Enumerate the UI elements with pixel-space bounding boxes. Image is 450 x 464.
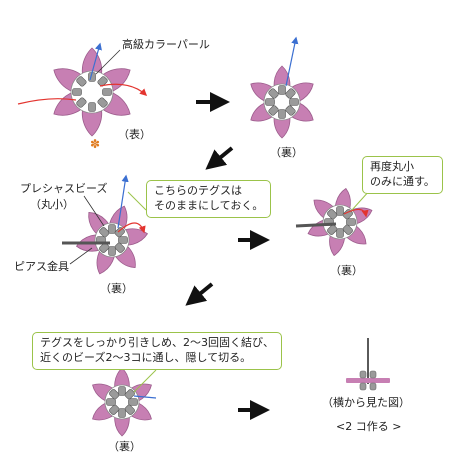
bead (108, 224, 116, 234)
bead (285, 105, 296, 116)
blue-thread-2 (285, 36, 299, 87)
label-back-4: （裏） (108, 440, 141, 453)
red-thread-3 (117, 222, 146, 234)
bead (268, 88, 279, 99)
leader-tie (133, 369, 157, 393)
bead (72, 88, 82, 96)
label-front: （表） (118, 128, 151, 141)
callout-keep-line-1: こちらのテグスは (154, 184, 242, 197)
bead (106, 398, 116, 406)
bead (76, 76, 87, 87)
accent-flower-icon: ✽ (90, 137, 100, 151)
side-view-figure (346, 338, 390, 391)
bead (265, 98, 275, 106)
flower-back-4 (92, 367, 152, 437)
label-earring-part: ピアス金具 (14, 260, 69, 273)
leader-keep (127, 191, 147, 211)
bead (118, 386, 126, 396)
label-back-2: （裏） (100, 282, 133, 295)
bead (88, 102, 96, 112)
bead (346, 218, 356, 226)
callout-tie-off: テグスをしっかり引きしめ、2～3回固く結び、 近くのビーズ2～3コに通し、隠して… (32, 332, 282, 370)
flower-back-1 (250, 65, 314, 139)
callout-tie-off-1: テグスをしっかり引きしめ、2～3回固く結び、 (40, 336, 274, 349)
label-precious-beads: プレシャスビーズ (20, 182, 108, 195)
pearl-leader (95, 49, 121, 75)
bead (114, 227, 125, 238)
blue-thread-1 (89, 42, 102, 81)
flower-back-2 (76, 205, 148, 275)
bead (108, 246, 116, 256)
bead (285, 88, 296, 99)
label-back-1: （裏） (270, 146, 303, 159)
bead (289, 98, 299, 106)
arrow-diag-1 (205, 146, 234, 170)
bead (97, 97, 108, 108)
blue-thread-5 (133, 395, 157, 399)
bead (114, 242, 125, 253)
earring-pin-2 (295, 222, 337, 228)
bead (97, 76, 108, 87)
label-pearl: 高級カラーパール (122, 38, 210, 51)
callout-keep-line: こちらのテグスは そのままにしておく。 (146, 180, 272, 218)
label-side-view: （横から見た図） (322, 396, 410, 409)
label-back-3: （裏） (330, 264, 363, 277)
callout-tie-off-2: 近くのビーズ2～3コに通し、隠して切る。 (40, 350, 252, 364)
red-thread-4 (343, 208, 369, 218)
arrow-diag-2 (185, 282, 214, 306)
bead (336, 228, 344, 238)
label-make-two: <2 コ作る > (336, 420, 402, 433)
bead (128, 398, 138, 406)
flower-front (53, 47, 131, 137)
bead (76, 97, 87, 108)
callout-pass-again-2: のみに通す。 (370, 174, 435, 188)
bead (124, 389, 135, 400)
bead (268, 105, 279, 116)
bead (102, 88, 112, 96)
bead (278, 85, 286, 95)
bead (109, 389, 120, 400)
bead (342, 224, 353, 235)
flower-back-3 (307, 187, 373, 257)
bead (124, 404, 135, 415)
callout-pass-again: 再度丸小 のみに通す。 (362, 156, 443, 194)
bead (109, 404, 120, 415)
bead (327, 209, 338, 220)
bead (99, 227, 110, 238)
label-precious-beads-size: （丸小） (30, 198, 74, 211)
bead (99, 242, 110, 253)
red-thread-1 (17, 83, 146, 105)
callout-pass-again-1: 再度丸小 (370, 160, 414, 173)
bead (118, 236, 128, 244)
bead (336, 206, 344, 216)
leader-earring (69, 247, 93, 265)
bead (278, 109, 286, 119)
callout-keep-line-2: そのままにしておく。 (154, 198, 264, 212)
leader-beads (83, 195, 105, 227)
blue-thread-3 (117, 174, 129, 229)
bead (118, 408, 126, 418)
bead (327, 224, 338, 235)
